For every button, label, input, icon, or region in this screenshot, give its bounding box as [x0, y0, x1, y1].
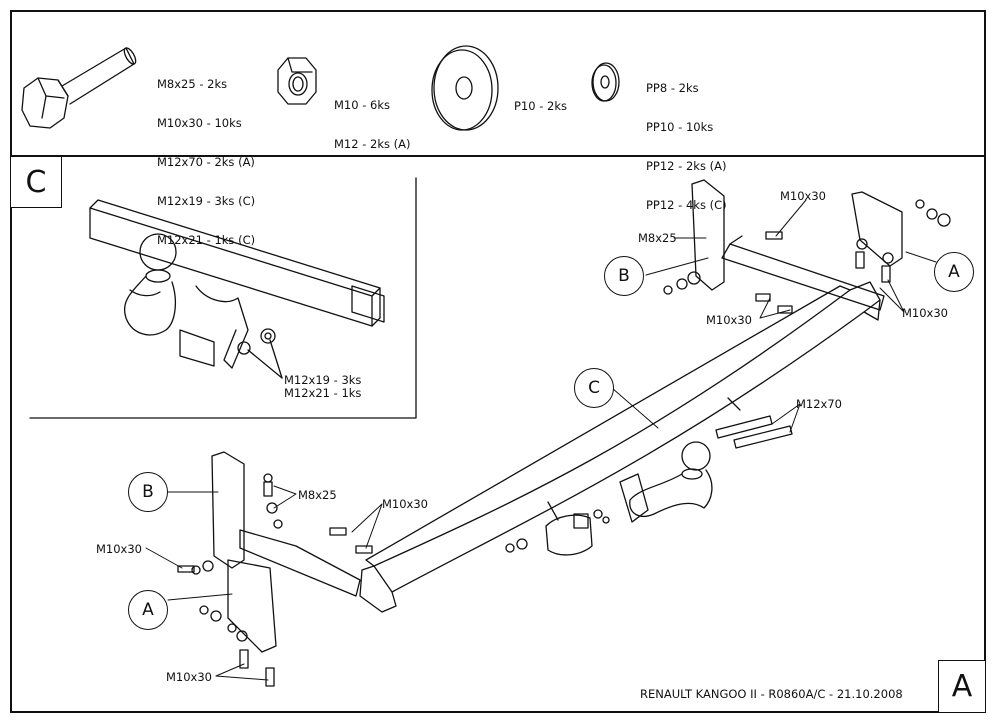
callout-a-left: A	[128, 590, 168, 630]
callout-b-left: B	[128, 472, 168, 512]
detail-c-box-letter: C	[10, 156, 62, 208]
detail-label-m12x19: M12x19 - 3ks	[284, 373, 362, 387]
bolt-parts-list: M8x25 - 2ks M10x30 - 10ks M12x70 - 2ks (…	[157, 52, 255, 260]
callout-a-right: A	[934, 252, 974, 292]
parts-line: M10 - 6ks	[334, 98, 390, 112]
parts-line: M12x19 - 3ks (C)	[157, 194, 256, 208]
main-towball	[545, 441, 713, 556]
large-washer-parts-list: P10 - 2ks	[514, 74, 567, 126]
parts-line: PP8 - 2ks	[646, 81, 699, 95]
hex-bolt-icon	[21, 47, 137, 129]
label-m10x30: M10x30	[902, 306, 948, 320]
detail-label-m12x21: M12x21 - 1ks	[284, 386, 362, 400]
label-m10x30: M10x30	[382, 497, 428, 511]
detail-c-border	[29, 177, 417, 419]
parts-line: PP12 - 2ks (A)	[646, 159, 727, 173]
detail-leader-1	[247, 349, 283, 379]
detail-c-towball	[123, 233, 276, 369]
parts-line: P10 - 2ks	[514, 99, 567, 113]
label-m10x30: M10x30	[166, 670, 212, 684]
large-washer-icon	[431, 45, 499, 131]
label-m10x30: M10x30	[706, 313, 752, 327]
parts-line: M12x70 - 2ks (A)	[157, 155, 255, 169]
left-side-bracket	[177, 451, 610, 687]
callout-c-main: C	[574, 368, 614, 408]
label-m12x70: M12x70	[796, 397, 842, 411]
label-m8x25: M8x25	[298, 488, 337, 502]
main-crossbar	[359, 281, 881, 613]
detail-c-tube	[89, 199, 385, 327]
drawing-title: RENAULT KANGOO II - R0860A/C - 21.10.200…	[640, 687, 903, 701]
label-m10x30: M10x30	[96, 542, 142, 556]
parts-line: PP12 - 4ks (C)	[646, 198, 727, 212]
right-side-bracket	[663, 179, 951, 314]
drawing-frame	[10, 10, 986, 713]
callout-b-right: B	[604, 256, 644, 296]
m12x70-bolts	[715, 415, 793, 449]
label-m8x25: M8x25	[638, 231, 677, 245]
small-washer-icon	[591, 62, 620, 102]
leader-lines	[145, 199, 937, 681]
nut-parts-list: M10 - 6ks M12 - 2ks (A)	[334, 73, 410, 164]
parts-line: PP10 - 10ks	[646, 120, 714, 134]
parts-line: M12 - 2ks (A)	[334, 137, 411, 151]
parts-line: M8x25 - 2ks	[157, 77, 228, 91]
label-m10x30: M10x30	[780, 189, 826, 203]
parts-line: M12x21 - 1ks (C)	[157, 233, 256, 247]
detail-leader-2	[269, 339, 283, 379]
parts-line: M10x30 - 10ks	[157, 116, 242, 130]
sheet-letter-box: A	[938, 660, 986, 713]
washer-parts-list: PP8 - 2ks PP10 - 10ks PP12 - 2ks (A) PP1…	[646, 56, 727, 225]
hex-nut-icon	[277, 57, 317, 105]
parts-header-divider	[10, 155, 986, 157]
